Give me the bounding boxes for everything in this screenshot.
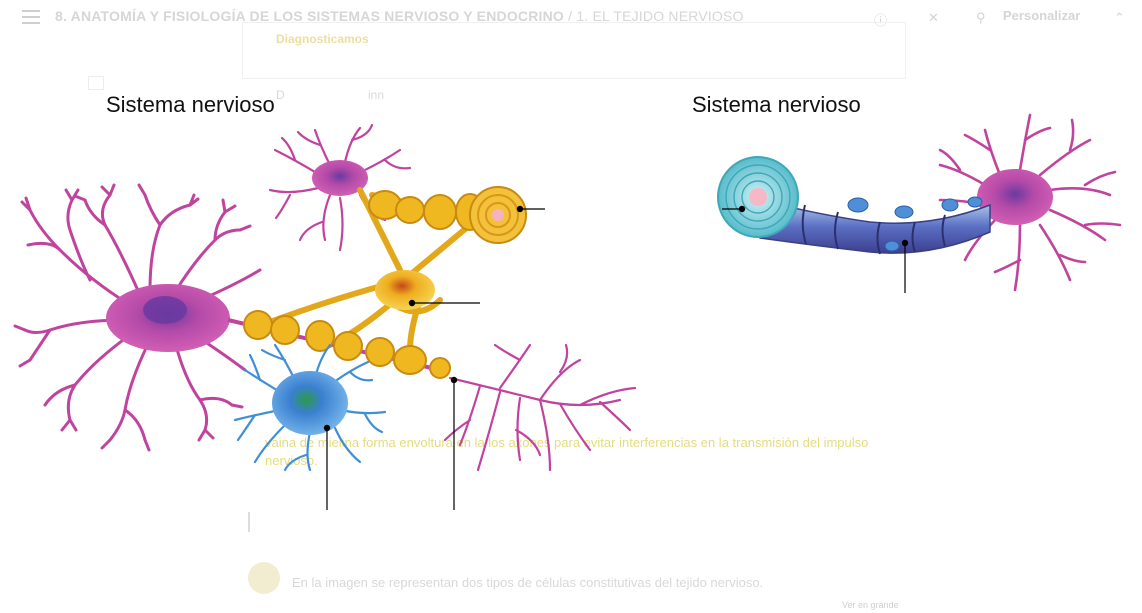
cross-section-rings (725, 164, 791, 230)
left-label-lines (326, 208, 545, 510)
card-header: Diagnosticamos (276, 32, 369, 46)
activity-card (242, 22, 906, 79)
close-icon[interactable]: ✕ (928, 10, 939, 25)
right-figure (717, 113, 1122, 293)
right-figure-title: Sistema nervioso (692, 92, 861, 117)
chevron-up-icon[interactable]: ⌃ (1114, 10, 1125, 25)
input-caret (248, 512, 250, 532)
right-neuron-body (977, 169, 1053, 225)
footnote[interactable]: Ver en grande (842, 600, 899, 610)
paragraph-text: vaina de mielina forma envoltura en la l… (265, 435, 869, 468)
right-label-dots (738, 205, 909, 247)
large-neuron-nucleus (143, 296, 187, 324)
tab-d[interactable]: D (276, 88, 285, 102)
left-figure-title: Sistema nervioso (106, 92, 275, 117)
oligodendrocyte-body (375, 270, 435, 310)
schwann-nuclei (847, 196, 983, 252)
large-neuron-dendrites (13, 183, 262, 452)
top-bar: 8. ANATOMÍA Y FISIOLOGÍA DE LOS SISTEMAS… (0, 0, 1142, 40)
paragraph-text-2: En la imagen se representan dos tipos de… (292, 575, 764, 590)
user-icon[interactable]: ⚲ (976, 10, 986, 25)
tab-row: D inn (276, 88, 464, 102)
myelin-coils-top (368, 186, 527, 244)
left-figure (13, 123, 637, 510)
menu-icon[interactable] (22, 10, 40, 24)
right-label-lines (722, 208, 906, 293)
small-neuron-body (312, 160, 368, 196)
axon-core (749, 188, 767, 206)
left-label-dots (323, 205, 524, 432)
breadcrumb: 8. ANATOMÍA Y FISIOLOGÍA DE LOS SISTEMAS… (55, 8, 744, 24)
breadcrumb-sub[interactable]: 1. EL TEJIDO NERVIOSO (576, 8, 744, 24)
bullet-badge (248, 562, 280, 594)
breadcrumb-separator: / (564, 8, 577, 24)
breadcrumb-main[interactable]: 8. ANATOMÍA Y FISIOLOGÍA DE LOS SISTEMAS… (55, 8, 565, 24)
tab-inn[interactable]: inn (368, 88, 385, 102)
myelin-sheath (759, 199, 991, 254)
expand-icon[interactable] (88, 76, 104, 90)
axon-terminal-branches (443, 343, 637, 472)
sheath-rings (801, 204, 946, 255)
astrocyte-body (272, 371, 348, 435)
myelin-coils-middle (227, 310, 451, 379)
personalize-button[interactable]: Personalizar (1003, 8, 1081, 23)
